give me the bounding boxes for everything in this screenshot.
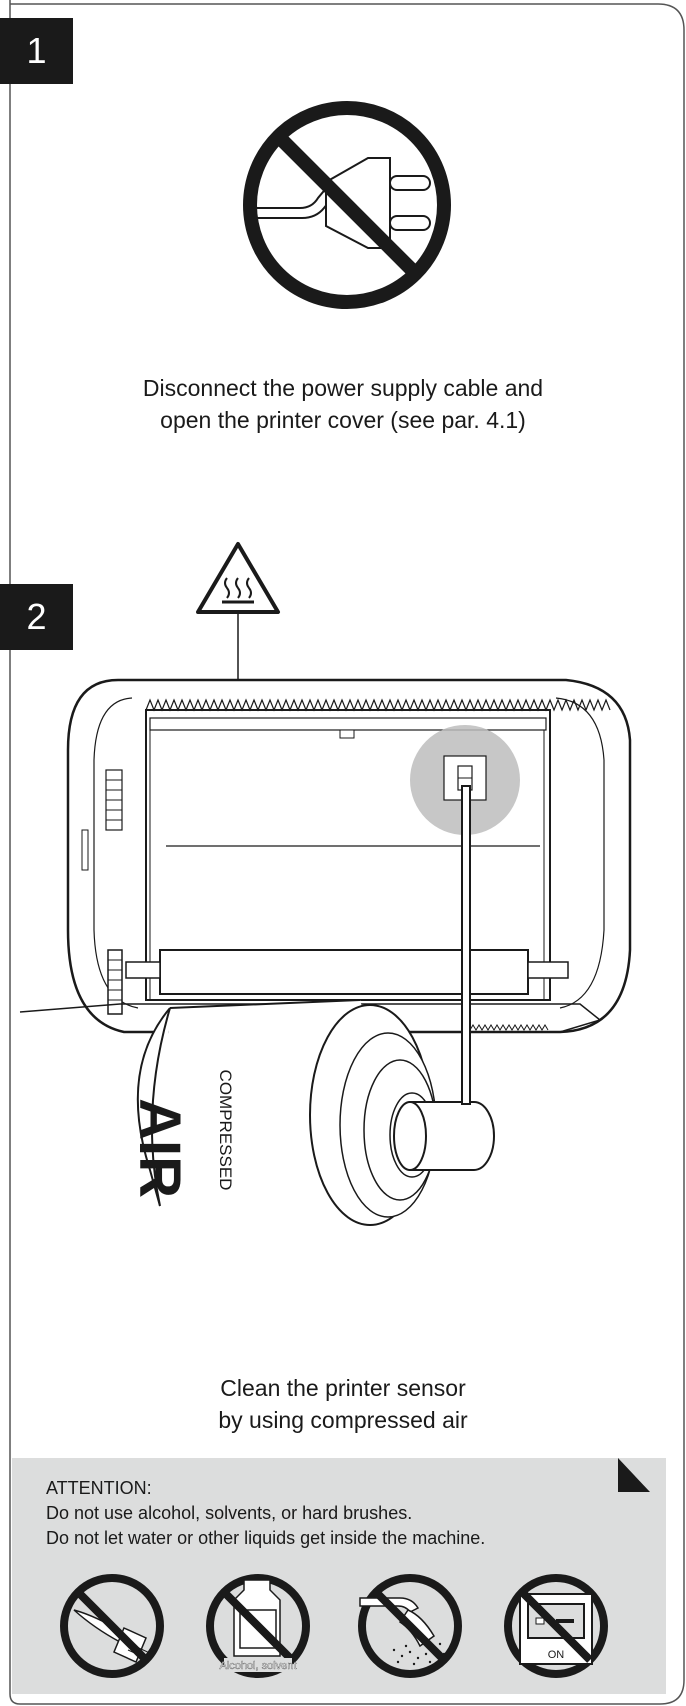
step-2-caption-line-1: Clean the printer sensor: [220, 1375, 466, 1401]
step-1-caption: Disconnect the power supply cable and op…: [0, 372, 686, 436]
no-alcohol-solvent-icon: Alcohol, solvent: [206, 1574, 310, 1678]
can-text-small: COMPRESSED: [216, 1070, 235, 1191]
can-text-big: AIR: [127, 1098, 192, 1198]
step-2-badge: 2: [0, 584, 73, 650]
attention-line-2: Do not let water or other liquids get in…: [46, 1528, 486, 1548]
attention-line-1: Do not use alcohol, solvents, or hard br…: [46, 1503, 413, 1523]
attention-text: ATTENTION: Do not use alcohol, solvents,…: [46, 1476, 485, 1551]
no-brush-icon: [60, 1574, 164, 1678]
power-off-icon: ON: [504, 1574, 608, 1678]
alcohol-solvent-label: Alcohol, solvent: [219, 1660, 296, 1672]
attention-heading: ATTENTION:: [46, 1478, 152, 1498]
step-1-caption-line-2: open the printer cover (see par. 4.1): [160, 407, 526, 433]
printer-illustration: AIR COMPRESSED: [19, 542, 632, 1226]
attention-panel: ATTENTION: Do not use alcohol, solvents,…: [12, 1458, 666, 1694]
step-2-caption: Clean the printer sensor by using compre…: [0, 1372, 686, 1436]
on-label: ON: [548, 1649, 565, 1661]
compressed-air-can: AIR COMPRESSED: [127, 785, 495, 1226]
unplug-power-icon: [243, 101, 451, 309]
step-1-badge: 1: [0, 18, 73, 84]
step-1-caption-line-1: Disconnect the power supply cable and: [142, 375, 544, 401]
no-water-icon: [358, 1574, 462, 1678]
step-2-caption-line-2: by using compressed air: [218, 1407, 468, 1433]
corner-triangle-icon: [618, 1458, 650, 1492]
